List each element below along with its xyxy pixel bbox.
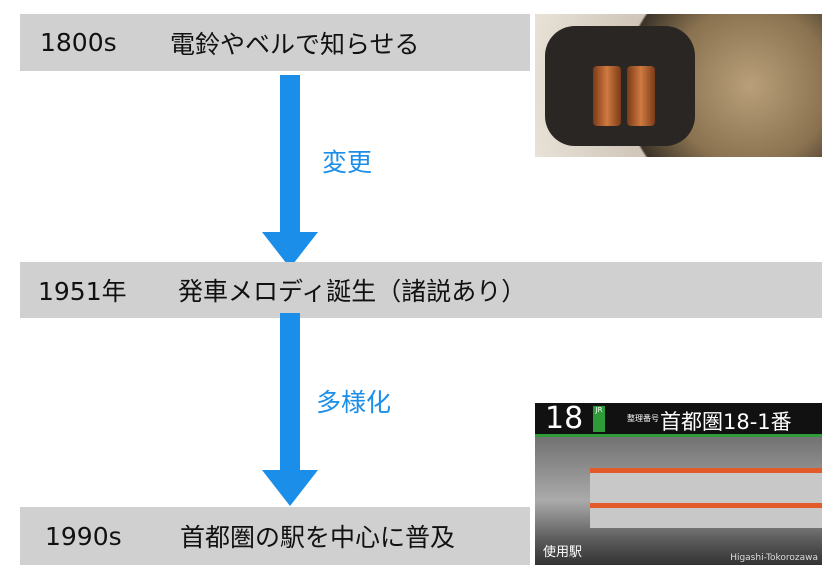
melody-code: 首都圏18-1番 [660, 410, 792, 434]
station-name: Higashi-Tokorozawa [730, 553, 818, 563]
jr-badge: JR [593, 406, 605, 432]
timeline-year: 1800s [40, 28, 117, 57]
transition-label: 変更 [322, 148, 373, 177]
timeline-row-1990s: 1990s 首都圏の駅を中心に普及 [20, 507, 530, 565]
timeline-row-1951: 1951年 発車メロディ誕生（諸説あり） [20, 262, 822, 318]
timeline-row-1800s: 1800s 電鈴やベルで知らせる [20, 14, 530, 71]
electric-bell-photo [535, 14, 822, 157]
arrow-down-icon [262, 75, 318, 268]
timeline-text: 発車メロディ誕生（諸説あり） [178, 277, 527, 306]
train-photo: 18 JR 整理番号 首都圏18-1番 使用駅 Higashi-Tokoroza… [535, 403, 822, 565]
track-number: 18 [545, 403, 584, 436]
timeline-year: 1951年 [38, 277, 127, 306]
seiri-label: 整理番号 [627, 414, 659, 423]
use-station-label: 使用駅 [543, 545, 583, 560]
timeline-text: 電鈴やベルで知らせる [170, 29, 420, 59]
timeline-text: 首都圏の駅を中心に普及 [180, 523, 456, 552]
transition-label: 多様化 [316, 388, 392, 417]
timeline-year: 1990s [45, 521, 122, 551]
arrow-down-icon [262, 313, 318, 506]
